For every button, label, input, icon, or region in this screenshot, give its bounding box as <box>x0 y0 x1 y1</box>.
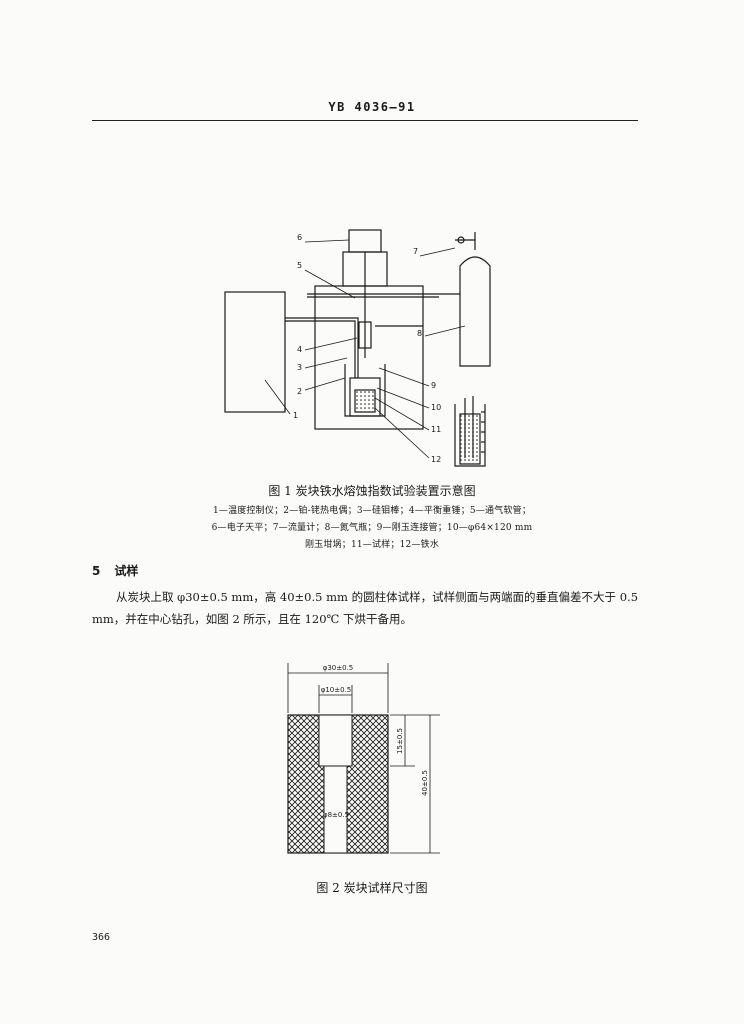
label-12: 12 <box>431 455 441 464</box>
section-title: 试样 <box>114 564 139 578</box>
header-rule <box>92 120 638 121</box>
page-header: YB 4036—91 <box>328 100 416 114</box>
dim-outer-diameter: φ30±0.5 <box>323 664 354 672</box>
section-paragraph: 从炭块上取 φ30±0.5 mm，高 40±0.5 mm 的圆柱体试样，试样侧面… <box>92 590 639 626</box>
label-4: 4 <box>297 345 302 354</box>
figure-2-diagram: φ30±0.5 φ10±0.5 φ8±0.5 15±0.5 40±0.5 <box>287 663 440 854</box>
figure-1-legend-line: 1—温度控制仪；2—铂-铑热电偶；3—硅钼棒；4—平衡重锤；5—通气软管； <box>212 506 532 516</box>
dim-depth: 15±0.5 <box>396 728 404 754</box>
label-2: 2 <box>297 387 302 396</box>
figure-1-caption: 图 1 炭块铁水熔蚀指数试验装置示意图 <box>268 484 476 498</box>
label-5: 5 <box>297 261 302 270</box>
figure-1-legend-line: 6—电子天平；7—流量计；8—氮气瓶；9—刚玉连接管；10—φ64×120 mm <box>211 523 533 533</box>
label-6: 6 <box>297 233 302 242</box>
dim-bottom-hole: φ8±0.5 <box>323 811 349 819</box>
dim-height: 40±0.5 <box>421 770 429 796</box>
figure-1-diagram: 6 5 7 8 4 3 2 1 9 10 11 12 <box>224 229 491 467</box>
figure-1-legend-line: 刚玉坩埚；11—试样；12—铁水 <box>304 540 440 550</box>
label-3: 3 <box>297 363 302 372</box>
nitrogen-cylinder <box>459 256 491 367</box>
label-7: 7 <box>413 247 418 256</box>
label-1: 1 <box>293 411 298 420</box>
section-number: 5 <box>92 564 101 578</box>
label-11: 11 <box>431 425 441 434</box>
label-8: 8 <box>417 329 422 338</box>
electronic-balance <box>348 229 382 253</box>
label-9: 9 <box>431 381 436 390</box>
label-10: 10 <box>431 403 441 412</box>
temperature-controller <box>224 291 286 413</box>
section-heading: 5 试样 <box>92 562 152 579</box>
page-number: 366 <box>92 932 111 943</box>
dim-top-hole: φ10±0.5 <box>321 686 352 694</box>
figure-2-caption: 图 2 炭块试样尺寸图 <box>316 881 428 895</box>
